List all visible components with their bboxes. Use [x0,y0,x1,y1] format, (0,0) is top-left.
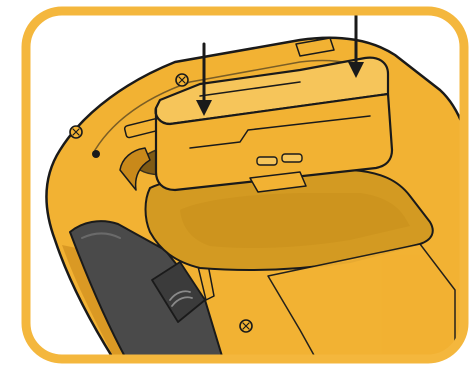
battery-latch-left [257,157,277,165]
battery-latch-right [282,154,302,162]
screw-top-icon [176,74,188,86]
screw-bottom-icon [240,320,252,332]
screw-left-icon [70,126,82,138]
screw-hole [92,150,100,158]
